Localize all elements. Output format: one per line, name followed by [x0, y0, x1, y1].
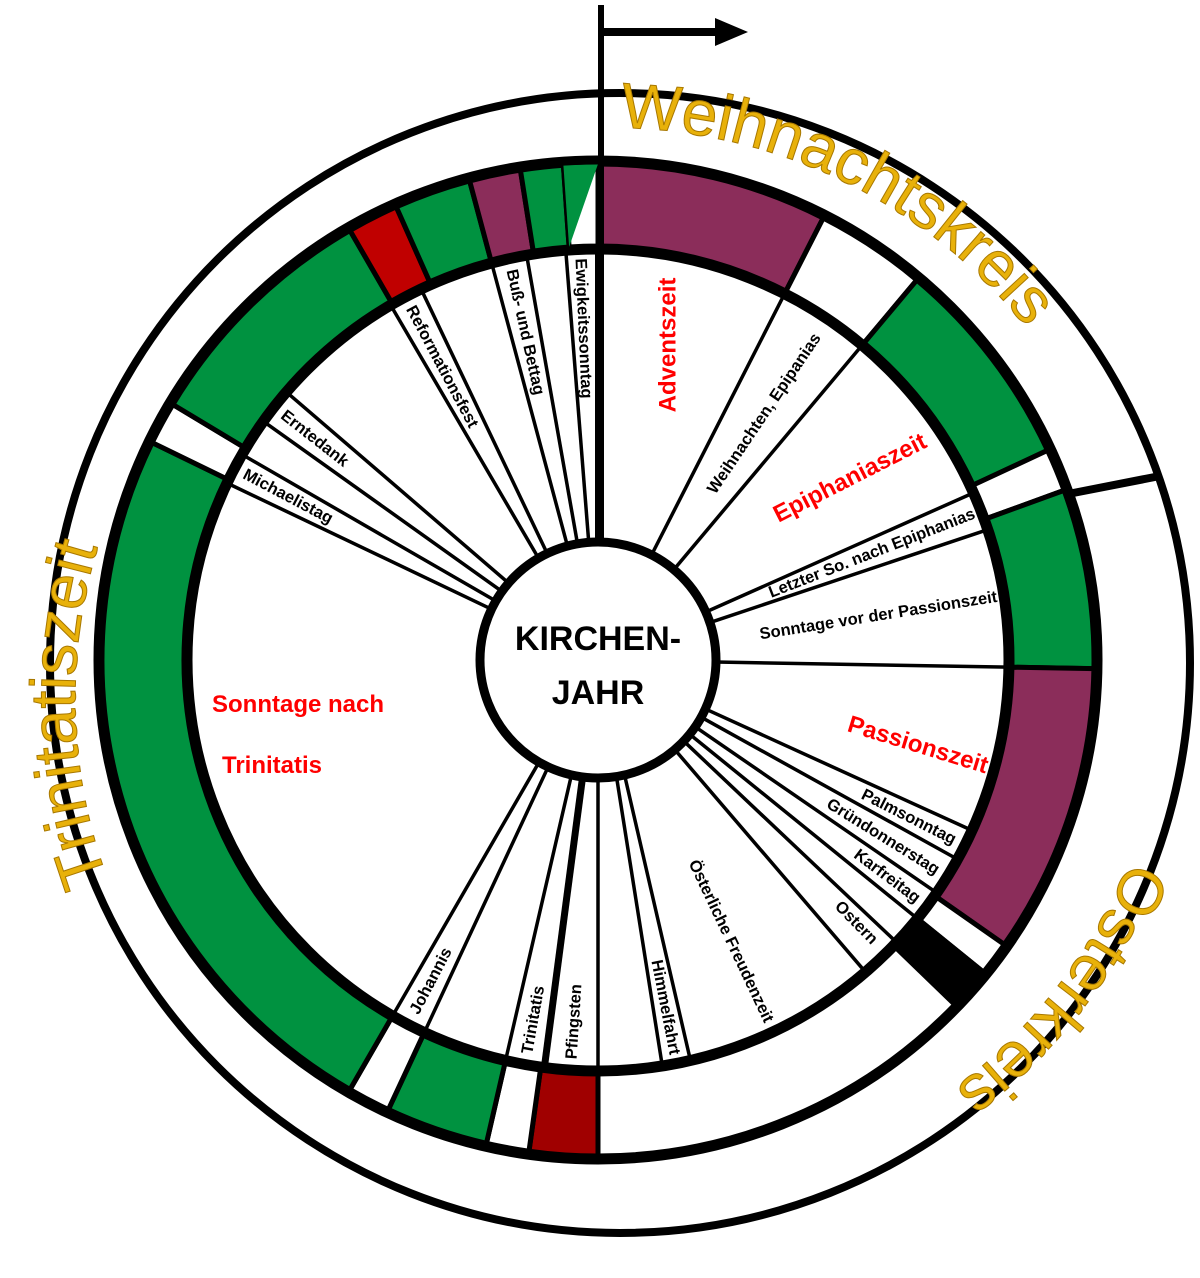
day-sonntage-vor-passionszeit: Sonntage vor der Passionszeit — [758, 588, 999, 643]
day-pfingsten: Pfingsten — [563, 984, 586, 1060]
divider-line — [227, 481, 493, 611]
divider-line — [389, 305, 540, 560]
band-segment-advent — [595, 161, 827, 295]
divider-line — [709, 528, 988, 625]
outer-ring — [46, 89, 1194, 1237]
divider-line — [715, 660, 1008, 669]
divider-line — [504, 774, 574, 1060]
season-epiphany: Epiphaniaszeit — [769, 428, 931, 528]
divider-line — [525, 255, 580, 545]
divider-line — [541, 776, 587, 1067]
season-trinity-line2: Trinitatis — [222, 752, 322, 779]
center-title-line2: JAHR — [552, 674, 645, 712]
divider-line — [423, 766, 550, 1033]
day-reformationsfest: Reformationsfest — [402, 303, 482, 432]
divider-line — [263, 420, 503, 593]
divider-line — [490, 263, 570, 547]
divider-line — [682, 739, 898, 943]
cycle-divider — [1067, 472, 1161, 498]
day-dividers — [227, 250, 1008, 1070]
divider-line — [705, 491, 974, 614]
season-trinity-line1: Sonntage nach — [212, 691, 384, 718]
day-trinitatis: Trinitatis — [518, 984, 548, 1055]
divider-line — [564, 251, 591, 543]
season-advent: Adventszeit — [655, 278, 682, 413]
divider-line — [391, 761, 541, 1016]
divider-line — [688, 732, 918, 920]
divider-line — [622, 774, 692, 1060]
divider-line — [614, 776, 664, 1066]
divider-line — [694, 725, 937, 894]
divider-line — [673, 748, 867, 973]
divider-line — [704, 707, 972, 832]
divider-line — [650, 293, 786, 556]
center-circle — [475, 537, 721, 783]
divider-line — [286, 391, 510, 585]
divider-line — [419, 289, 549, 555]
center-title-line1: KIRCHEN- — [515, 620, 681, 658]
divider-line — [700, 715, 958, 861]
day-oesterliche-freudenzeit: Österliche Freudenzeit — [685, 857, 778, 1026]
start-flag — [598, 5, 748, 542]
band-segment-passion — [933, 664, 1097, 948]
divider-line — [672, 344, 863, 571]
arrow-right-icon — [715, 18, 748, 46]
season-passion: Passionszeit — [845, 711, 992, 779]
divider-line — [242, 453, 497, 603]
band-segment-ewigkeit-green-half — [563, 164, 598, 248]
